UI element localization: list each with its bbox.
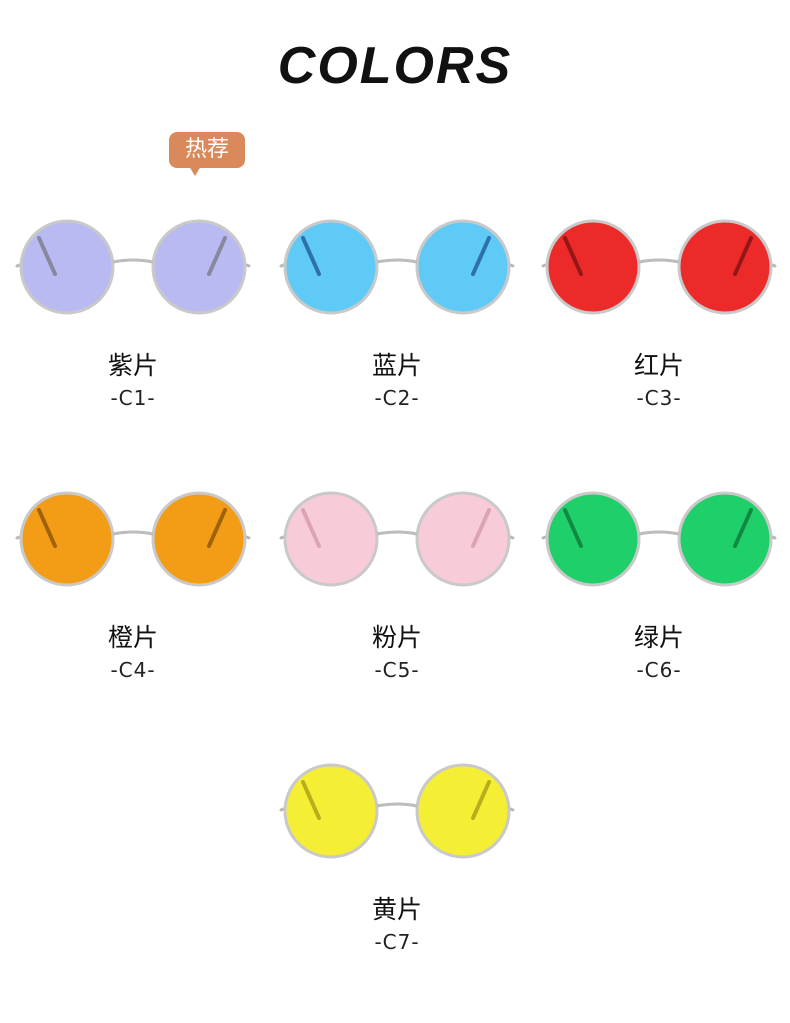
color-code: -C5- (374, 658, 420, 682)
product-item-c1[interactable]: 紫片 -C1- (1, 218, 265, 478)
product-item-c7[interactable]: 黄片 -C7- (265, 762, 529, 1022)
lens (283, 763, 379, 859)
lens (19, 219, 115, 315)
page-title: COLORS (277, 37, 513, 95)
product-item-c5[interactable]: 粉片 -C5- (265, 490, 529, 750)
color-code: -C6- (636, 658, 682, 682)
sunglasses-icon (15, 491, 251, 587)
lens (283, 219, 379, 315)
color-code: -C1- (110, 386, 156, 410)
sunglasses-icon (279, 763, 515, 859)
color-code: -C4- (110, 658, 156, 682)
color-code: -C3- (636, 386, 682, 410)
lens (545, 219, 641, 315)
lens-color-name: 紫片 (107, 351, 158, 380)
sunglasses-icon (279, 219, 515, 315)
hot-recommend-badge: 热荐 (169, 132, 245, 168)
product-item-c4[interactable]: 橙片 -C4- (1, 490, 265, 750)
sunglasses-icon (541, 491, 777, 587)
lens (415, 219, 511, 315)
lens (151, 219, 247, 315)
badge-tail-icon (189, 166, 201, 176)
color-code: -C2- (374, 386, 420, 410)
lens (151, 491, 247, 587)
product-item-c6[interactable]: 绿片 -C6- (527, 490, 790, 750)
lens-color-name: 粉片 (371, 623, 422, 652)
lens-color-name: 黄片 (371, 895, 422, 924)
product-item-c3[interactable]: 红片 -C3- (527, 218, 790, 478)
lens (19, 491, 115, 587)
lens (545, 491, 641, 587)
lens (415, 491, 511, 587)
lens (283, 491, 379, 587)
lens (677, 491, 773, 587)
lens (415, 763, 511, 859)
color-code: -C7- (374, 930, 420, 954)
lens-color-name: 绿片 (633, 623, 684, 652)
lens (677, 219, 773, 315)
lens-color-name: 红片 (633, 351, 684, 380)
product-item-c2[interactable]: 蓝片 -C2- (265, 218, 529, 478)
lens-color-name: 橙片 (107, 623, 158, 652)
sunglasses-icon (15, 219, 251, 315)
sunglasses-icon (279, 491, 515, 587)
lens-color-name: 蓝片 (371, 351, 422, 380)
sunglasses-icon (541, 219, 777, 315)
